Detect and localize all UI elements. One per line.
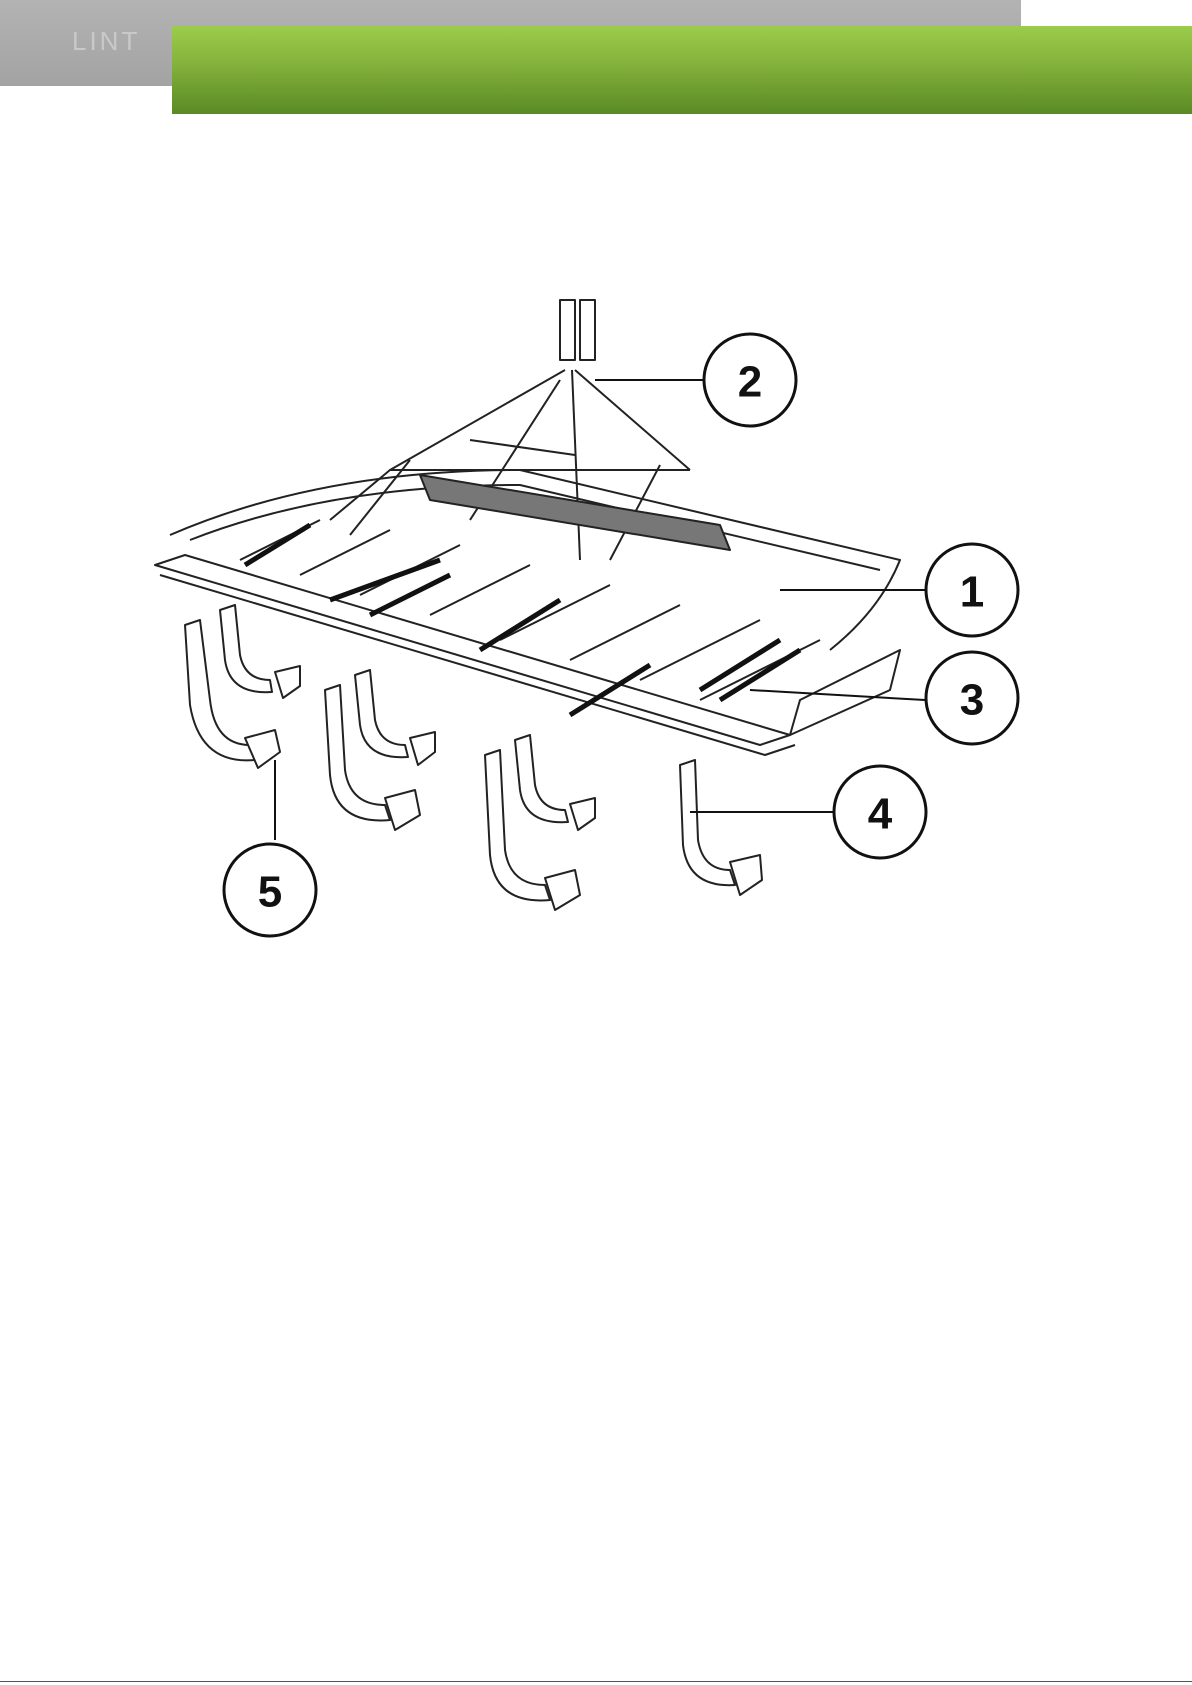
- callout-3-label: 3: [960, 676, 984, 725]
- callout-4-label: 4: [868, 790, 893, 839]
- callout-2-label: 2: [738, 358, 762, 407]
- springs: [245, 525, 800, 715]
- hitch-mast: [560, 300, 595, 360]
- header-gray-text: LINT: [72, 26, 140, 57]
- front-toolbar: [155, 555, 790, 745]
- cultivator-diagram: 1 2 3 4 5: [140, 285, 1040, 950]
- header-green-band: [172, 26, 1192, 114]
- footer-rule: [0, 1681, 1192, 1682]
- callout-5-label: 5: [258, 868, 282, 917]
- callout-1-label: 1: [960, 568, 984, 617]
- roller-tube: [420, 475, 730, 550]
